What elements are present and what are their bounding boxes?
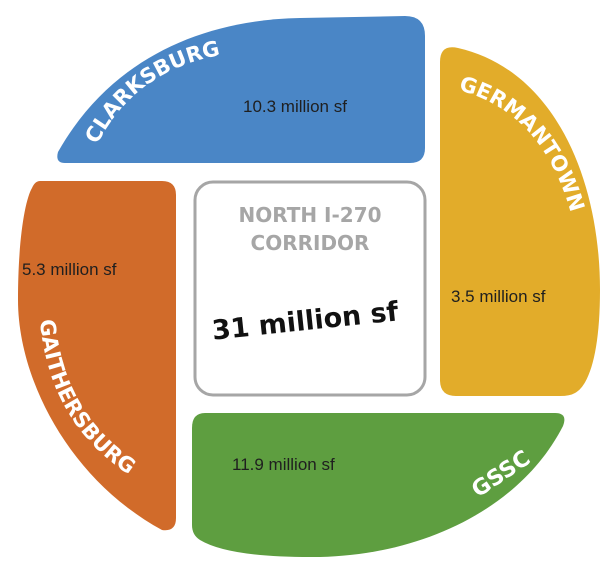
germantown-shape: [440, 47, 600, 396]
center-title-line2: CORRIDOR: [251, 231, 370, 255]
germantown-value: 3.5 million sf: [451, 287, 546, 306]
gssc-shape: [192, 413, 565, 558]
segment-gssc: GSSC 11.9 million sf: [192, 413, 565, 558]
gssc-value: 11.9 million sf: [232, 455, 335, 474]
clarksburg-shape: [57, 16, 426, 163]
segment-clarksburg: CLARKSBURG 10.3 million sf: [57, 16, 426, 163]
segment-germantown: GERMANTOWN 3.5 million sf: [440, 47, 600, 396]
clarksburg-value: 10.3 million sf: [243, 97, 347, 116]
gaithersburg-shape: [18, 181, 176, 531]
center-box: NORTH I-270 CORRIDOR 31 million sf: [193, 180, 427, 397]
center-box-border: [193, 180, 427, 397]
gaithersburg-value: 5.3 million sf: [22, 260, 117, 279]
segment-gaithersburg: GAITHERSBURG 5.3 million sf: [18, 181, 176, 531]
center-title-line1: NORTH I-270: [238, 203, 381, 227]
